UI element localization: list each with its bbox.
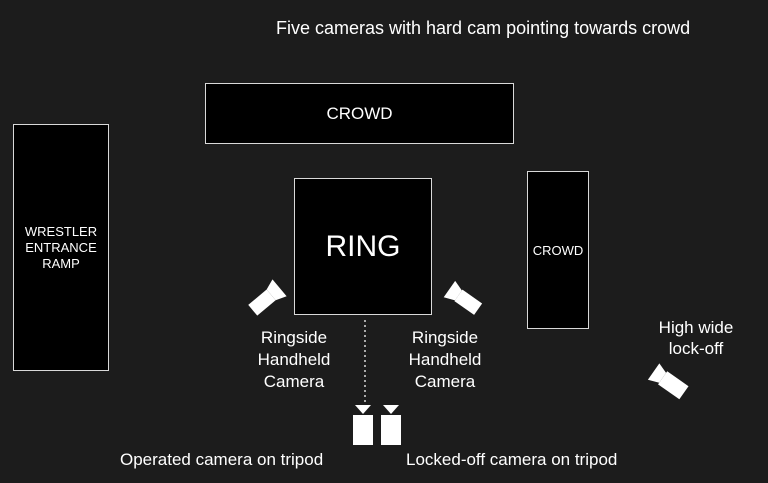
- ringside-right-line-2: Handheld: [408, 350, 482, 369]
- high-wide-label: High wide lock-off: [646, 317, 746, 359]
- tripod-camera-icon: [353, 405, 373, 445]
- crowd-top-label: CROWD: [326, 103, 393, 123]
- crowd-right-label: CROWD: [532, 242, 584, 258]
- ringside-left-line-2: Handheld: [257, 350, 331, 369]
- crowd-top-box: CROWD: [205, 83, 514, 144]
- ringside-left-line-1: Ringside: [260, 328, 328, 347]
- ringside-left-label: Ringside Handheld Camera: [244, 327, 344, 393]
- diagram-title: Five cameras with hard cam pointing towa…: [276, 18, 691, 38]
- entrance-ramp-box: WRESTLER ENTRANCE RAMP: [13, 124, 109, 371]
- entrance-ramp-label-line-3: RAMP: [42, 255, 80, 271]
- ringside-right-line-3: Camera: [414, 372, 476, 391]
- ring-to-tripod-dotted-line: [364, 320, 366, 404]
- ringside-right-label: Ringside Handheld Camera: [395, 327, 495, 393]
- ring-label: RING: [325, 229, 401, 263]
- video-camera-icon: [443, 280, 483, 315]
- ringside-right-line-1: Ringside: [411, 328, 479, 347]
- entrance-ramp-label-line-2: ENTRANCE: [25, 239, 97, 255]
- tripod-camera-icon: [381, 405, 401, 445]
- ringside-left-line-3: Camera: [263, 372, 325, 391]
- high-wide-line-1: High wide: [658, 318, 734, 337]
- video-camera-icon: [248, 279, 287, 316]
- video-camera-icon: [647, 363, 689, 400]
- entrance-ramp-label-line-1: WRESTLER: [24, 223, 98, 239]
- operated-tripod-label: Operated camera on tripod: [120, 450, 324, 469]
- high-wide-line-2: lock-off: [668, 339, 724, 358]
- locked-off-tripod-label: Locked-off camera on tripod: [406, 450, 618, 469]
- ring-box: RING: [294, 178, 432, 315]
- crowd-right-box: CROWD: [527, 171, 589, 329]
